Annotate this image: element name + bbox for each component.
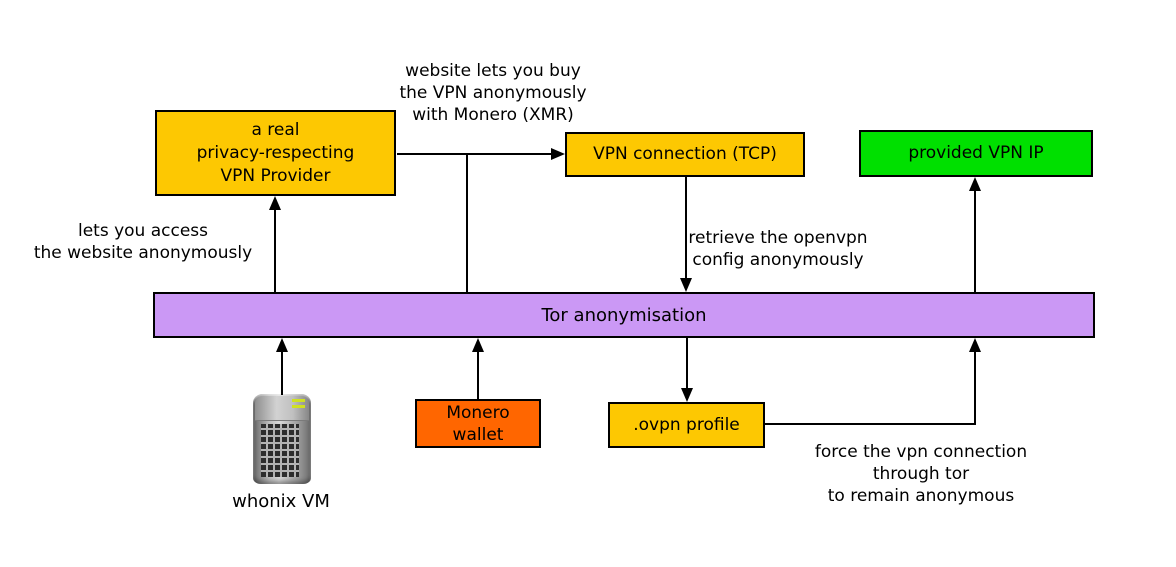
arrowhead-up-icon <box>472 338 484 352</box>
note-line: force the vpn connection <box>814 442 1028 462</box>
note-line: the VPN anonymously <box>399 83 587 103</box>
edge-branch-to-tor <box>466 153 468 292</box>
node-label-line: VPN Provider <box>220 165 331 186</box>
edge-tor-to-vpnip <box>974 190 976 292</box>
node-label-line: privacy-respecting <box>196 142 355 163</box>
arrowhead-down-icon <box>680 278 692 292</box>
note-retrieve-config: retrieve the openvpn config anonymously <box>653 227 903 271</box>
edge-whonix-to-tor <box>281 351 283 395</box>
whonix-server-icon <box>253 394 311 484</box>
note-line: config anonymously <box>692 250 864 270</box>
note-line: to remain anonymous <box>827 486 1015 506</box>
node-label: VPN connection (TCP) <box>593 144 777 164</box>
node-vpn-provider: a real privacy-respecting VPN Provider <box>155 110 396 196</box>
edge-ovpn-to-tor-vertical <box>974 351 976 425</box>
node-vpn-connection: VPN connection (TCP) <box>565 132 805 177</box>
note-force-through-tor: force the vpn connection through tor to … <box>766 441 1076 507</box>
edge-tor-to-ovpn <box>686 338 688 388</box>
node-monero-wallet: Monero wallet <box>415 399 541 448</box>
note-buy-vpn: website lets you buy the VPN anonymously… <box>348 60 638 126</box>
edge-ovpn-to-tor-horizontal <box>765 423 976 425</box>
node-label: .ovpn profile <box>633 414 740 435</box>
node-tor-anonymisation: Tor anonymisation <box>153 292 1095 338</box>
note-line: with Monero (XMR) <box>412 105 574 125</box>
arrowhead-up-icon <box>969 177 981 191</box>
arrowhead-up-icon <box>276 338 288 352</box>
note-line: retrieve the openvpn <box>688 228 868 248</box>
server-led-icon <box>292 405 305 408</box>
note-access-website: lets you access the website anonymously <box>13 220 273 264</box>
node-label-line: wallet <box>452 424 504 445</box>
node-label: whonix VM <box>232 491 330 512</box>
edge-tor-to-provider <box>274 208 276 292</box>
node-provided-vpn-ip: provided VPN IP <box>859 130 1093 177</box>
node-label: provided VPN IP <box>908 143 1044 163</box>
node-label: Tor anonymisation <box>541 304 707 326</box>
note-line: the website anonymously <box>33 243 253 263</box>
node-label-line: Monero <box>446 402 510 423</box>
label-whonix-vm: whonix VM <box>206 491 356 513</box>
arrowhead-down-icon <box>681 388 693 402</box>
arrowhead-up-icon <box>269 196 281 210</box>
node-ovpn-profile: .ovpn profile <box>608 402 765 448</box>
node-label-line: a real <box>251 119 300 140</box>
arrowhead-right-icon <box>551 148 565 160</box>
edge-monero-to-tor <box>477 351 479 399</box>
server-led-icon <box>292 399 305 402</box>
edge-provider-to-vpnconnection <box>397 153 552 155</box>
edge-vpnconnection-to-tor <box>685 177 687 280</box>
server-vents <box>261 424 299 477</box>
arrowhead-up-icon <box>969 338 981 352</box>
note-line: through tor <box>872 464 970 484</box>
note-line: website lets you buy <box>405 61 581 81</box>
note-line: lets you access <box>77 221 209 241</box>
